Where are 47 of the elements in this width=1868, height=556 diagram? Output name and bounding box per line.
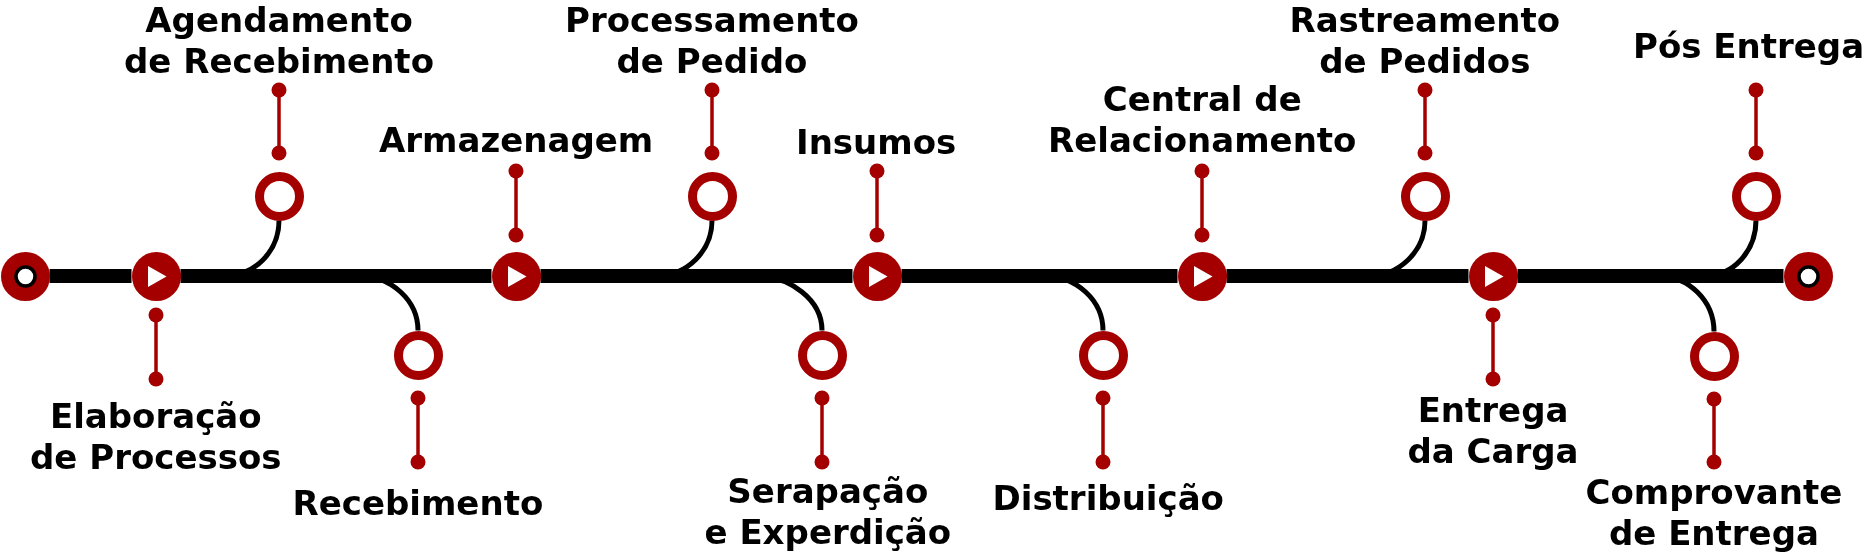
leader-line — [1095, 390, 1111, 470]
step-label: Entrega da Carga — [1407, 390, 1579, 472]
timeline-end-marker — [0, 251, 50, 301]
timeline-line — [1517, 269, 1784, 283]
step-label: Armazenagem — [379, 120, 654, 161]
step-label: Distribuição — [992, 478, 1224, 519]
leader-line — [1748, 82, 1764, 161]
milestone-ring — [797, 330, 847, 380]
step-label: Pós Entrega — [1633, 26, 1865, 67]
timeline-end-marker — [1783, 251, 1833, 301]
leader-line — [410, 390, 426, 470]
step-label: Agendamento de Recebimento — [124, 0, 434, 82]
timeline-stop-marker — [1468, 251, 1518, 301]
milestone-ring — [1400, 171, 1450, 221]
timeline-line — [1226, 269, 1469, 283]
leader-line — [271, 82, 287, 161]
leader-line — [1706, 391, 1722, 470]
timeline-stop-marker — [1177, 251, 1227, 301]
leader-line — [1194, 163, 1210, 243]
milestone-ring — [254, 171, 304, 221]
timeline-stop-marker — [852, 251, 902, 301]
leader-line — [704, 82, 720, 161]
timeline-stop-marker — [131, 251, 181, 301]
step-label: Processamento de Pedido — [565, 0, 859, 82]
step-label: Central de Relacionamento — [1048, 79, 1357, 161]
timeline-line — [180, 269, 492, 283]
leader-line — [508, 163, 524, 243]
step-label: Insumos — [796, 122, 957, 163]
step-label: Elaboração de Processos — [30, 396, 282, 478]
timeline-line — [540, 269, 853, 283]
milestone-ring — [1731, 171, 1781, 221]
timeline-line — [49, 269, 132, 283]
leader-line — [1485, 307, 1501, 387]
timeline-line — [901, 269, 1178, 283]
milestone-ring — [393, 330, 443, 380]
leader-line — [148, 307, 164, 387]
leader-line — [1417, 82, 1433, 161]
step-label: Rastreamento de Pedidos — [1289, 0, 1561, 82]
timeline-stop-marker — [491, 251, 541, 301]
step-label: Serapação e Experdição — [704, 471, 952, 553]
step-label: Comprovante de Entrega — [1585, 472, 1843, 554]
leader-line — [869, 163, 885, 243]
milestone-ring — [687, 171, 737, 221]
milestone-ring — [1689, 331, 1739, 381]
leader-line — [814, 390, 830, 470]
milestone-ring — [1078, 330, 1128, 380]
step-label: Recebimento — [292, 483, 544, 524]
